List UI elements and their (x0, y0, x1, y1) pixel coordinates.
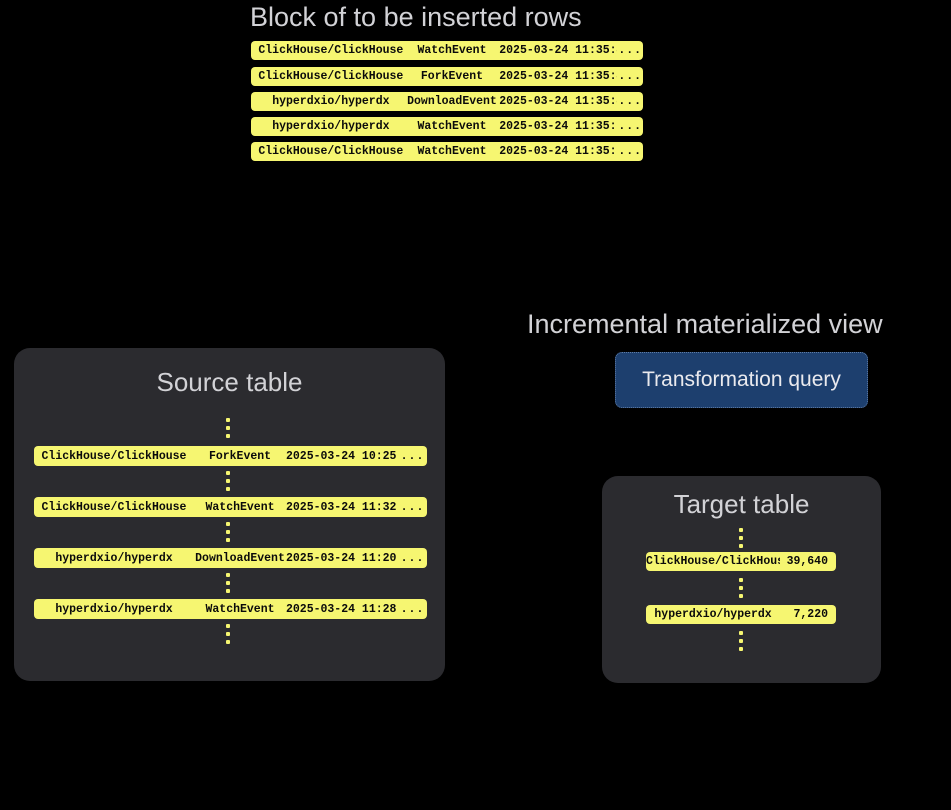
row-more: ... (400, 602, 425, 616)
row-more: ... (618, 44, 643, 57)
row-repo: hyperdxio/hyperdx (55, 551, 173, 565)
vertical-ellipsis-icon (226, 471, 230, 491)
source-table-row: ClickHouse/ClickHouse WatchEvent 2025-03… (34, 497, 427, 517)
target-table-row: hyperdxio/hyperdx 7,220 (646, 605, 836, 624)
row-time: 2025-03-24 11:32:54 (286, 500, 398, 514)
row-more: ... (400, 551, 425, 565)
materialized-view-title: Incremental materialized view (527, 309, 883, 339)
row-repo: ClickHouse/ClickHouse (258, 145, 404, 158)
row-more: ... (400, 500, 425, 514)
block-row: hyperdxio/hyperdx DownloadEvent 2025-03-… (251, 92, 643, 111)
row-event: WatchEvent (205, 602, 275, 616)
source-table-row: hyperdxio/hyperdx WatchEvent 2025-03-24 … (34, 599, 427, 619)
row-more: ... (618, 95, 643, 108)
source-table-row: hyperdxio/hyperdx DownloadEvent 2025-03-… (34, 548, 427, 568)
row-time: 2025-03-24 10:25:00 (286, 449, 398, 463)
row-time: 2025-03-24 11:28:32 (286, 602, 398, 616)
row-time: 2025-03-24 11:35:44 (499, 70, 618, 83)
vertical-ellipsis-icon (226, 418, 230, 438)
row-time: 2025-03-24 11:20:12 (286, 551, 398, 565)
block-row: ClickHouse/ClickHouse WatchEvent 2025-03… (251, 142, 643, 161)
source-table-title: Source table (156, 367, 303, 397)
row-more: ... (618, 120, 643, 133)
transformation-query-label: Transformation query (642, 368, 841, 391)
row-time: 2025-03-24 11:35:48 (499, 95, 618, 108)
transformation-query-box[interactable]: Transformation query (615, 352, 868, 408)
row-event: DownloadEvent (195, 551, 285, 565)
row-count: 7,220 (793, 608, 828, 621)
row-repo: hyperdxio/hyperdx (272, 120, 390, 133)
row-event: WatchEvent (417, 120, 487, 133)
row-time: 2025-03-24 11:35:52 (499, 120, 618, 133)
row-repo: ClickHouse/ClickHouse (41, 449, 187, 463)
row-event: DownloadEvent (407, 95, 497, 108)
vertical-ellipsis-icon (226, 522, 230, 542)
vertical-ellipsis-icon (739, 631, 743, 651)
row-event: WatchEvent (205, 500, 275, 514)
target-table-row: ClickHouse/ClickHouse 39,640 (646, 552, 836, 571)
row-repo: ClickHouse/ClickHouse (41, 500, 187, 514)
target-table-title: Target table (673, 489, 810, 519)
row-time: 2025-03-24 11:35:54 (499, 145, 618, 158)
vertical-ellipsis-icon (739, 578, 743, 598)
block-row: ClickHouse/ClickHouse WatchEvent 2025-03… (251, 41, 643, 60)
row-event: ForkEvent (208, 449, 272, 463)
source-table-row: ClickHouse/ClickHouse ForkEvent 2025-03-… (34, 446, 427, 466)
vertical-ellipsis-icon (739, 528, 743, 548)
row-repo: ClickHouse/ClickHouse (258, 70, 404, 83)
row-event: ForkEvent (420, 70, 484, 83)
row-repo: ClickHouse/ClickHouse (646, 555, 781, 568)
row-more: ... (400, 449, 425, 463)
row-repo: hyperdxio/hyperdx (654, 608, 772, 621)
block-title: Block of to be inserted rows (250, 2, 582, 32)
row-repo: hyperdxio/hyperdx (55, 602, 173, 616)
block-row: ClickHouse/ClickHouse ForkEvent 2025-03-… (251, 67, 643, 86)
row-more: ... (618, 70, 643, 83)
row-repo: ClickHouse/ClickHouse (258, 44, 404, 57)
row-repo: hyperdxio/hyperdx (272, 95, 390, 108)
block-row: hyperdxio/hyperdx WatchEvent 2025-03-24 … (251, 117, 643, 136)
row-time: 2025-03-24 11:35:40 (499, 44, 618, 57)
vertical-ellipsis-icon (226, 573, 230, 593)
vertical-ellipsis-icon (226, 624, 230, 644)
row-event: WatchEvent (417, 145, 487, 158)
row-more: ... (618, 145, 643, 158)
row-count: 39,640 (786, 555, 828, 568)
row-event: WatchEvent (417, 44, 487, 57)
